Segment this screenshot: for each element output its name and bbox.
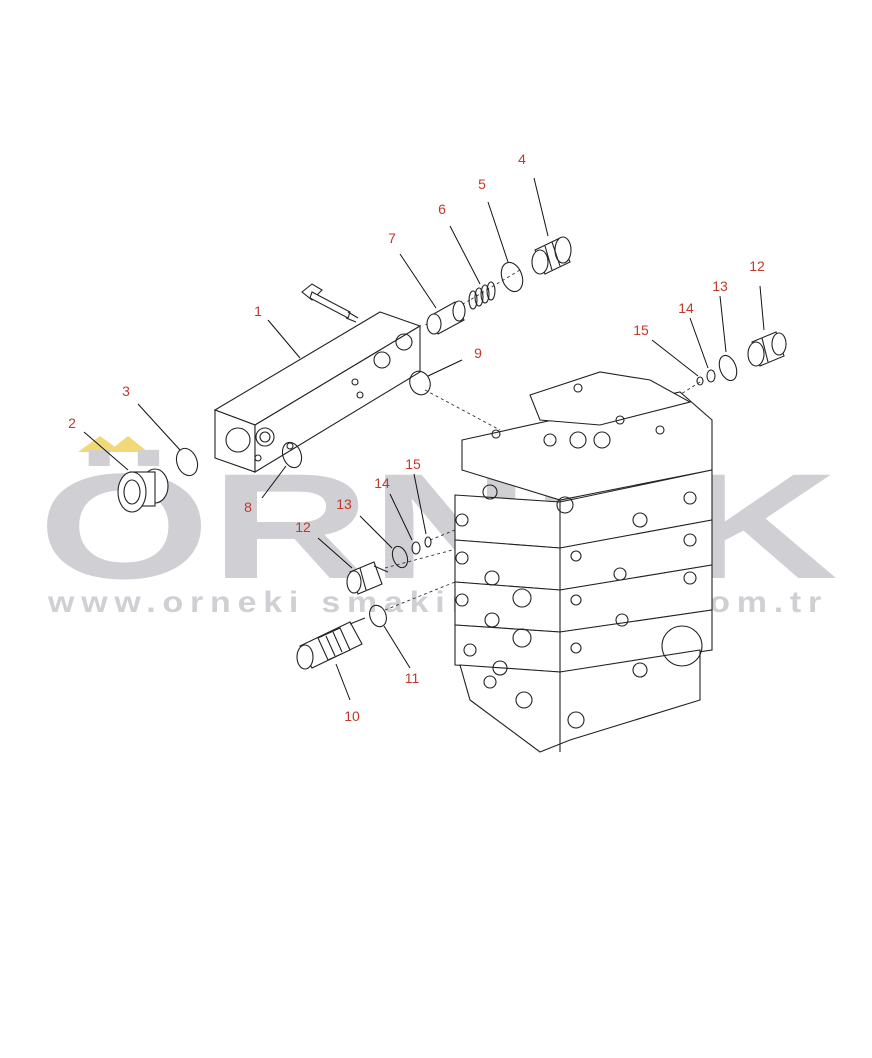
callout-7: 7 <box>388 230 396 246</box>
callout-10: 10 <box>344 708 360 724</box>
callout-5: 5 <box>478 176 486 192</box>
callout-4: 4 <box>518 151 526 167</box>
part-9-oring <box>409 370 431 396</box>
valve-body <box>454 371 713 753</box>
part-8-oring <box>281 441 303 469</box>
part-10-valve <box>296 617 366 670</box>
callout-13a: 13 <box>336 496 352 512</box>
leader-lines <box>83 177 765 701</box>
part-12a-plug <box>346 561 389 595</box>
callout-14a: 14 <box>374 475 390 491</box>
callout-3: 3 <box>122 383 130 399</box>
watermark-accent-right <box>108 436 148 452</box>
callout-9: 9 <box>474 345 482 361</box>
part-12b-plug <box>747 331 787 367</box>
part-14a-oring <box>411 541 421 555</box>
watermark: ÖRNEK www.orneki smakinasanayi .com.tr <box>38 436 838 619</box>
part-1-block <box>213 311 422 473</box>
callout-12b: 12 <box>749 258 765 274</box>
part-11-oring <box>369 604 387 628</box>
part-6-spring <box>468 281 496 310</box>
part-5-oring <box>500 261 524 293</box>
callout-2: 2 <box>68 415 76 431</box>
watermark-accent-left <box>78 436 122 452</box>
callout-11: 11 <box>405 670 420 686</box>
part-14b-oring <box>706 369 716 383</box>
callout-15a: 15 <box>405 456 421 472</box>
bolt <box>301 283 359 323</box>
part-13a-oring <box>391 545 409 569</box>
callout-13b: 13 <box>712 278 728 294</box>
watermark-brand: ÖRNEK <box>38 442 838 610</box>
callout-8: 8 <box>244 499 252 515</box>
part-4-cap <box>531 236 572 275</box>
callout-12a: 12 <box>295 519 311 535</box>
callout-1: 1 <box>254 303 262 319</box>
part-7-piston <box>426 300 466 335</box>
callouts: 1 2 3 4 5 6 7 8 9 10 11 12 12 13 13 14 1… <box>68 151 765 724</box>
part-13b-oring <box>718 354 738 382</box>
part-2-plug <box>117 468 169 513</box>
callout-14b: 14 <box>678 300 694 316</box>
part-15a-oring <box>424 536 432 548</box>
callout-15b: 15 <box>633 322 649 338</box>
part-15b-oring <box>696 376 704 386</box>
part-3-oring <box>175 447 199 477</box>
callout-6: 6 <box>438 201 446 217</box>
